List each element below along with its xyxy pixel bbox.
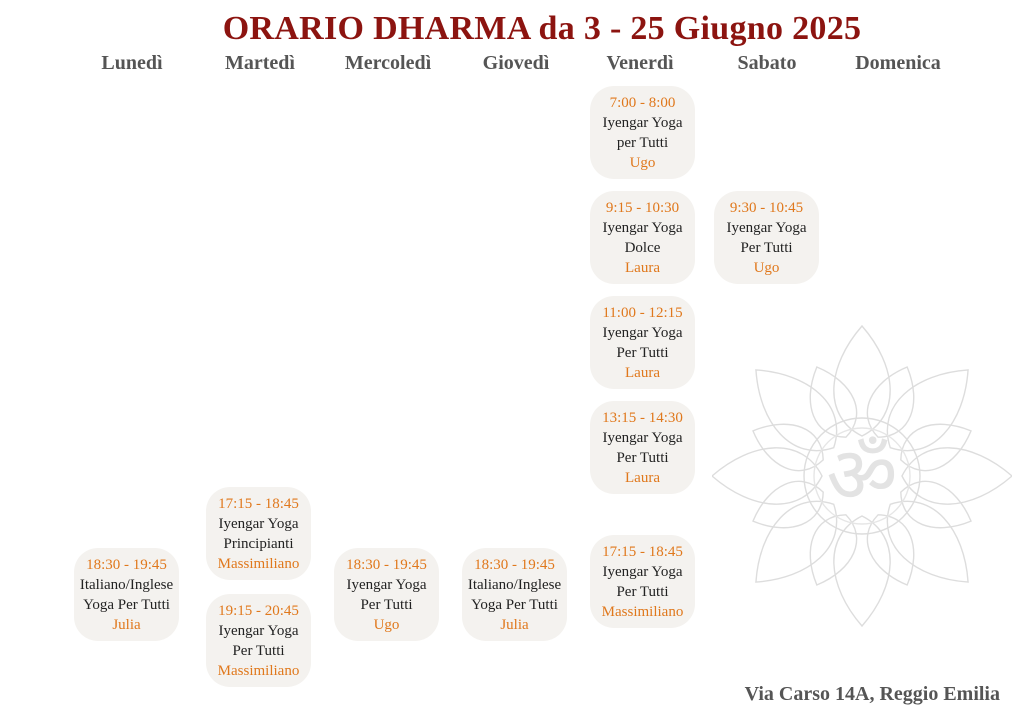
class-card: 18:30 - 19:45 Iyengar Yoga Per Tutti Ugo: [334, 548, 439, 641]
class-name: Iyengar Yoga: [602, 114, 683, 131]
class-card: 18:30 - 19:45 Italiano/Inglese Yoga Per …: [74, 548, 179, 641]
day-header-thursday: Giovedì: [482, 52, 550, 74]
class-teacher: Laura: [625, 364, 660, 381]
class-teacher: Ugo: [629, 154, 656, 171]
class-time: 18:30 - 19:45: [346, 556, 427, 573]
class-name: Italiano/Inglese: [467, 576, 562, 593]
class-teacher: Julia: [500, 616, 529, 633]
class-time: 11:00 - 12:15: [602, 304, 683, 321]
class-card: 13:15 - 14:30 Iyengar Yoga Per Tutti Lau…: [590, 401, 695, 494]
class-teacher: Laura: [625, 259, 660, 276]
class-teacher: Massimiliano: [217, 555, 300, 572]
class-card: 7:00 - 8:00 Iyengar Yoga per Tutti Ugo: [590, 86, 695, 179]
class-name: Iyengar Yoga: [602, 324, 683, 341]
class-name: Iyengar Yoga: [346, 576, 427, 593]
class-level: Yoga Per Tutti: [471, 596, 558, 613]
class-name: Iyengar Yoga: [602, 429, 683, 446]
class-teacher: Julia: [112, 616, 141, 633]
day-header-monday: Lunedì: [101, 52, 163, 74]
svg-text:ॐ: ॐ: [826, 431, 897, 521]
class-time: 9:30 - 10:45: [729, 199, 804, 216]
class-time: 18:30 - 19:45: [86, 556, 167, 573]
class-name: Iyengar Yoga: [602, 219, 683, 236]
class-teacher: Ugo: [373, 616, 400, 633]
class-card: 18:30 - 19:45 Italiano/Inglese Yoga Per …: [462, 548, 567, 641]
class-level: Per Tutti: [616, 583, 669, 600]
class-teacher: Ugo: [753, 259, 780, 276]
class-time: 7:00 - 8:00: [609, 94, 676, 111]
class-level: Principianti: [223, 535, 294, 552]
class-card: 9:15 - 10:30 Iyengar Yoga Dolce Laura: [590, 191, 695, 284]
class-teacher: Massimiliano: [601, 603, 684, 620]
class-name: Iyengar Yoga: [602, 563, 683, 580]
day-header-wednesday: Mercoledì: [344, 52, 432, 74]
class-card: 19:15 - 20:45 Iyengar Yoga Per Tutti Mas…: [206, 594, 311, 687]
class-name: Iyengar Yoga: [726, 219, 807, 236]
class-card: 17:15 - 18:45 Iyengar Yoga Per Tutti Mas…: [590, 535, 695, 628]
schedule-title: ORARIO DHARMA da 3 - 25 Giugno 2025: [222, 10, 862, 47]
class-teacher: Massimiliano: [217, 662, 300, 679]
class-level: Per Tutti: [616, 449, 669, 466]
om-lotus-mandala-icon: ॐ: [712, 324, 1012, 628]
class-card: 17:15 - 18:45 Iyengar Yoga Principianti …: [206, 487, 311, 580]
day-header-tuesday: Martedì: [225, 52, 295, 74]
class-time: 13:15 - 14:30: [602, 409, 683, 426]
day-header-saturday: Sabato: [737, 52, 797, 74]
class-level: per Tutti: [616, 134, 669, 151]
class-level: Dolce: [624, 239, 661, 256]
day-header-friday: Venerdì: [606, 52, 674, 74]
day-header-sunday: Domenica: [855, 52, 941, 74]
class-card: 9:30 - 10:45 Iyengar Yoga Per Tutti Ugo: [714, 191, 819, 284]
class-teacher: Laura: [625, 469, 660, 486]
class-time: 17:15 - 18:45: [218, 495, 299, 512]
class-level: Per Tutti: [616, 344, 669, 361]
class-card: 11:00 - 12:15 Iyengar Yoga Per Tutti Lau…: [590, 296, 695, 389]
class-time: 9:15 - 10:30: [605, 199, 680, 216]
class-time: 18:30 - 19:45: [474, 556, 555, 573]
studio-address: Via Carso 14A, Reggio Emilia: [744, 683, 1000, 705]
class-time: 17:15 - 18:45: [602, 543, 683, 560]
class-time: 19:15 - 20:45: [218, 602, 299, 619]
class-name: Iyengar Yoga: [218, 622, 299, 639]
class-name: Italiano/Inglese: [79, 576, 174, 593]
class-level: Per Tutti: [360, 596, 413, 613]
class-level: Yoga Per Tutti: [83, 596, 170, 613]
class-level: Per Tutti: [232, 642, 285, 659]
class-name: Iyengar Yoga: [218, 515, 299, 532]
class-level: Per Tutti: [740, 239, 793, 256]
